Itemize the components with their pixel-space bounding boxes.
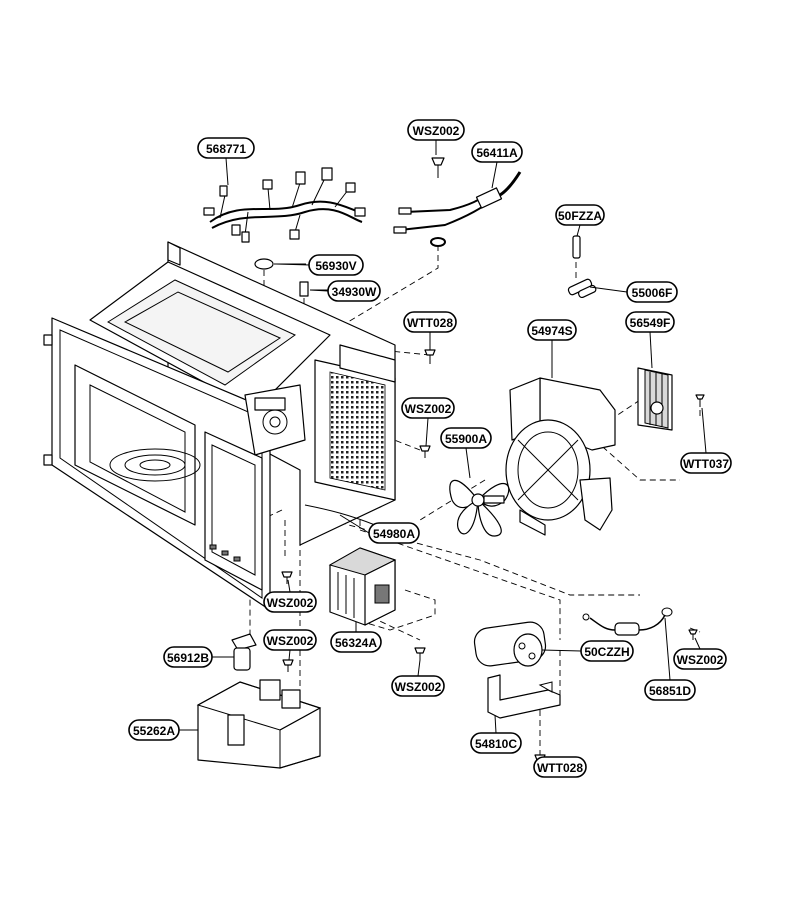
leader-line bbox=[694, 637, 701, 650]
part-number: 54974S bbox=[531, 324, 572, 338]
capacitor bbox=[473, 621, 547, 667]
part-label: WSZ002 bbox=[673, 648, 727, 670]
part-label: WTT028 bbox=[403, 311, 457, 333]
part-number: 55900A bbox=[445, 432, 487, 446]
part-number: WSZ002 bbox=[413, 124, 460, 138]
fuse-parts bbox=[567, 235, 597, 299]
fan-housing bbox=[505, 377, 616, 536]
wire-harness bbox=[203, 167, 366, 243]
part-number: 55262A bbox=[133, 724, 175, 738]
wire-54980A bbox=[304, 504, 376, 526]
part-number: 50FZZA bbox=[558, 209, 602, 223]
leader-line bbox=[339, 514, 370, 534]
part-number: WSZ002 bbox=[267, 596, 314, 610]
leader-line bbox=[309, 289, 329, 292]
part-number: 568771 bbox=[206, 142, 246, 156]
magnetron bbox=[328, 547, 397, 626]
part-label: 56912B bbox=[163, 646, 213, 668]
part-number: 56324A bbox=[335, 636, 377, 650]
part-number: 34930W bbox=[332, 285, 377, 299]
part-label: WTT028 bbox=[533, 756, 587, 778]
part-number: WSZ002 bbox=[395, 680, 442, 694]
leader-line bbox=[417, 659, 421, 677]
part-number: WSZ002 bbox=[677, 653, 724, 667]
part-label: 56930V bbox=[308, 254, 364, 276]
leader-line bbox=[576, 224, 581, 237]
leader-line bbox=[541, 649, 582, 652]
part-label: 56324A bbox=[330, 631, 382, 653]
part-label: WSZ002 bbox=[391, 675, 445, 697]
part-number: WTT037 bbox=[683, 457, 729, 471]
part-label: 55006F bbox=[626, 281, 678, 303]
capacitor-bracket bbox=[487, 674, 561, 719]
leader-line bbox=[275, 263, 311, 266]
part-label: 50FZZA bbox=[555, 204, 605, 226]
leader-line bbox=[465, 447, 471, 479]
leader-line bbox=[491, 161, 498, 189]
leader-line bbox=[225, 157, 229, 186]
relay bbox=[231, 633, 257, 671]
part-number: 50CZZH bbox=[584, 645, 629, 659]
part-label: WTT037 bbox=[680, 452, 732, 474]
leader-line bbox=[287, 579, 291, 593]
part-number: 54980A bbox=[373, 527, 415, 541]
vent-holes bbox=[329, 371, 386, 491]
leader-line bbox=[664, 617, 671, 681]
leader-line bbox=[589, 286, 628, 293]
part-number: 56930V bbox=[315, 259, 356, 273]
leader-line bbox=[288, 649, 291, 661]
part-number: WTT028 bbox=[407, 316, 453, 330]
part-label: WSZ002 bbox=[263, 629, 317, 651]
hv-diode bbox=[582, 607, 673, 636]
leader-line bbox=[425, 417, 429, 447]
fan-blade bbox=[449, 479, 510, 537]
high-voltage-transformer bbox=[637, 367, 673, 431]
part-number: 54810C bbox=[475, 737, 517, 751]
part-label: 56411A bbox=[471, 141, 523, 163]
oven-cavity-assembly bbox=[43, 241, 396, 611]
part-number: 56411A bbox=[476, 146, 518, 160]
part-label: 54974S bbox=[527, 319, 577, 341]
part-number: WSZ002 bbox=[405, 402, 452, 416]
leader-line bbox=[649, 331, 653, 369]
part-number: 56851D bbox=[649, 684, 691, 698]
part-label: WSZ002 bbox=[407, 119, 465, 141]
control-box bbox=[196, 679, 322, 769]
part-label: 34930W bbox=[327, 280, 381, 302]
part-label: WSZ002 bbox=[263, 591, 317, 613]
part-label: 54980A bbox=[368, 522, 420, 544]
part-label: 54810C bbox=[470, 732, 522, 754]
power-cord-assembly bbox=[393, 157, 522, 247]
part-label: 56549F bbox=[625, 311, 675, 333]
part-label: WSZ002 bbox=[401, 397, 455, 419]
part-label: 55900A bbox=[440, 427, 492, 449]
leader-line bbox=[701, 407, 707, 454]
part-label: 50CZZH bbox=[580, 640, 634, 662]
part-label: 56851D bbox=[644, 679, 696, 701]
part-number: WTT028 bbox=[537, 761, 583, 775]
part-number: 55006F bbox=[632, 286, 673, 300]
part-number: WSZ002 bbox=[267, 634, 314, 648]
part-label: 55262A bbox=[128, 719, 180, 741]
part-number: 56549F bbox=[630, 316, 671, 330]
part-label: 568771 bbox=[197, 137, 255, 159]
part-number: 56912B bbox=[167, 651, 209, 665]
leader-line bbox=[494, 714, 497, 734]
